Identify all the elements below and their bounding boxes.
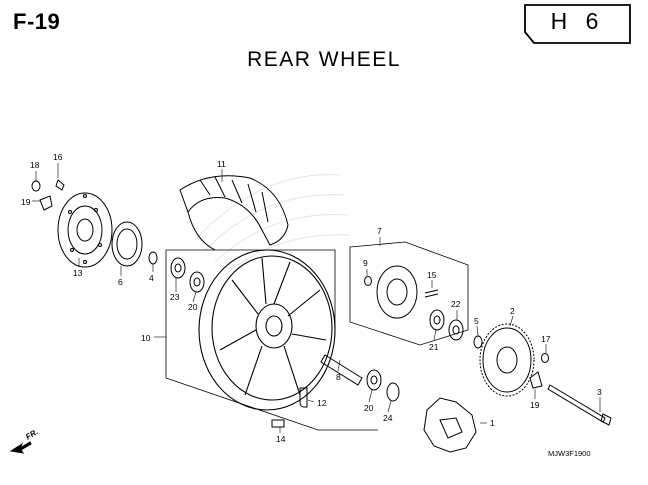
callout-19-left: 19 [21, 197, 31, 207]
wheel-damper [423, 397, 477, 453]
wheel-rim [198, 249, 336, 411]
hub-group-outline [349, 241, 469, 346]
callout-19-right: 19 [530, 400, 540, 410]
leader-lines [32, 163, 601, 433]
section-box [524, 4, 631, 44]
callout-2: 2 [510, 306, 515, 316]
callout-3: 3 [597, 387, 602, 397]
flange-collar [473, 335, 483, 349]
callout-15: 15 [427, 270, 437, 280]
callout-22: 22 [451, 299, 461, 309]
diagram-title: REAR WHEEL [247, 48, 401, 71]
balance-weight [271, 419, 285, 428]
callout-11: 11 [217, 159, 226, 169]
callout-24: 24 [383, 413, 393, 423]
callout-12: 12 [317, 398, 327, 408]
left-bearings [170, 257, 205, 293]
final-driven-flange [364, 265, 464, 341]
front-direction-arrow-icon [9, 441, 32, 454]
tire [179, 175, 289, 251]
axle-spacer [320, 354, 363, 386]
figure-code: F-19 [13, 9, 61, 34]
right-bearing [366, 369, 400, 402]
adjusting-plate-right [529, 371, 543, 389]
rear-axle [547, 384, 612, 426]
callout-20-left: 20 [188, 302, 198, 312]
callout-23: 23 [170, 292, 180, 302]
callout-7: 7 [377, 226, 382, 236]
callout-10: 10 [141, 333, 151, 343]
callout-14: 14 [276, 434, 286, 444]
wheel-group-outline [165, 249, 378, 431]
callout-17: 17 [541, 334, 551, 344]
callout-21: 21 [429, 342, 439, 352]
callout-6: 6 [118, 277, 123, 287]
callout-13: 13 [73, 268, 83, 278]
diagram-code: MJW3F1900 [548, 449, 591, 458]
callout-numbers: 18 16 19 13 11 6 4 23 20 10 7 9 15 22 21… [21, 152, 602, 444]
callout-8: 8 [336, 372, 341, 382]
air-valve [299, 387, 308, 408]
callout-4: 4 [149, 273, 154, 283]
brake-disc [57, 192, 113, 268]
callout-5: 5 [474, 316, 479, 326]
callout-9: 9 [363, 258, 368, 268]
driven-sprocket [479, 323, 535, 397]
left-fasteners [31, 179, 65, 211]
callout-16: 16 [53, 152, 63, 162]
watermark-wing [194, 174, 351, 276]
callout-18: 18 [30, 160, 40, 170]
section-code: H 6 [550, 8, 605, 34]
callout-1: 1 [490, 418, 495, 428]
small-collar [148, 251, 158, 265]
callout-20-right: 20 [364, 403, 374, 413]
axle-nut [541, 353, 549, 363]
side-collar [111, 221, 143, 267]
